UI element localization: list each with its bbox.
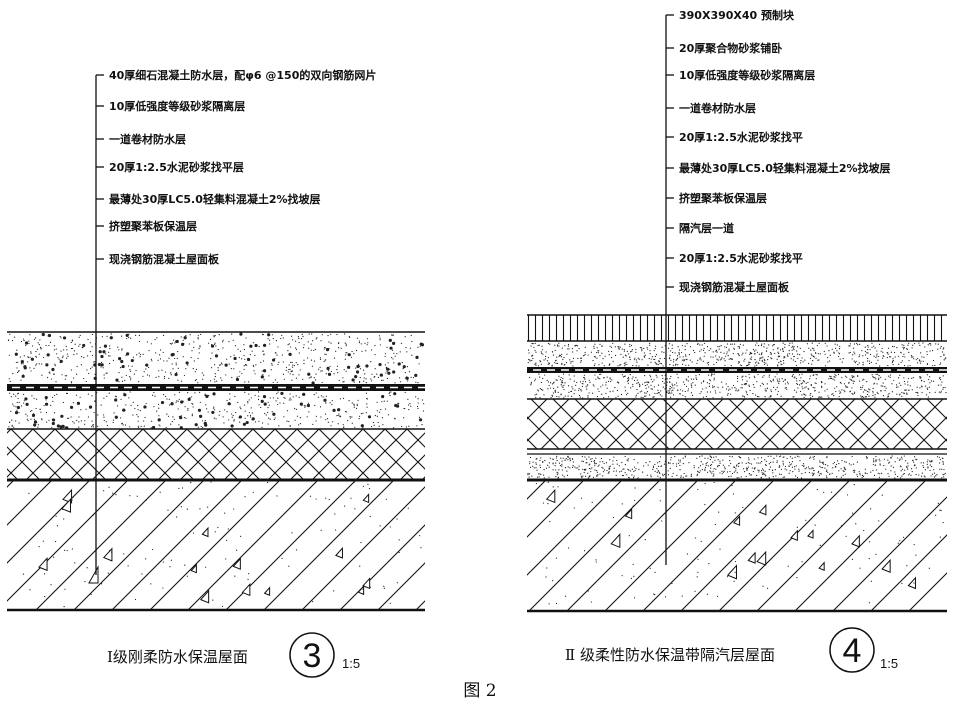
mortar-layers: [527, 342, 947, 479]
layer-label: 20厚1:2.5水泥砂浆找平: [679, 130, 803, 144]
layer-label: 10厚低强度等级砂浆隔离层: [109, 99, 245, 113]
layer-label: 现浇钢筋混凝土屋面板: [109, 252, 220, 266]
layer-label: 390X390X40 预制块: [679, 8, 795, 22]
detail-3-section: [7, 331, 425, 612]
xps-insulation-layer: [527, 399, 947, 449]
detail-4-scale: 1:5: [880, 656, 898, 671]
rc-slab-layer: [527, 480, 947, 611]
layer-label: 20厚1:2.5水泥砂浆找平层: [109, 160, 244, 174]
figure-label: 图 2: [463, 681, 496, 701]
layer-label: 最薄处30厚LC5.0轻集料混凝土2%找坡层: [679, 161, 891, 175]
layer-label: 20厚聚合物砂浆铺卧: [679, 41, 782, 55]
detail-3-title: Ⅰ级刚柔防水保温屋面: [107, 648, 248, 666]
fine-concrete-layer: [7, 332, 425, 430]
detail-4-section: [527, 314, 947, 613]
layer-label: 40厚细石混凝土防水层，配φ6 @150的双向钢筋网片: [109, 68, 376, 82]
detail-3-scale: 1:5: [342, 656, 360, 671]
precast-block-layer: [527, 315, 947, 341]
aggregate-marks: [22, 481, 422, 608]
detail-4-leader: 390X390X40 预制块 20厚聚合物砂浆铺卧 10厚低强度等级砂浆隔离层一道卷…: [665, 8, 891, 565]
layer-label: 10厚低强度等级砂浆隔离层: [679, 68, 815, 82]
detail-4-title: Ⅱ 级柔性防水保温带隔汽层屋面: [565, 646, 775, 664]
layer-label: 一道卷材防水层: [679, 101, 756, 115]
detail-3-number: 3: [303, 637, 322, 675]
layer-label: 最薄处30厚LC5.0轻集料混凝土2%找坡层: [109, 192, 321, 206]
layer-label: 挤塑聚苯板保温层: [679, 191, 767, 205]
layer-label: 隔汽层一道: [679, 221, 734, 235]
xps-insulation-layer: [7, 429, 425, 480]
layer-label: 20厚1:2.5水泥砂浆找平: [679, 251, 803, 265]
detail-4-number: 4: [843, 632, 862, 670]
rc-slab-layer: [7, 480, 425, 610]
layer-label: 挤塑聚苯板保温层: [109, 219, 197, 233]
detail-3-circle: [289, 632, 335, 678]
detail-4-circle: [829, 627, 875, 673]
layer-label: 一道卷材防水层: [109, 132, 186, 146]
detail-3-leader: 40厚细石混凝土防水层，配φ6 @150的双向钢筋网片 10厚低强度等级砂浆隔离层…: [88, 68, 376, 584]
aggregate-marks: [535, 481, 944, 605]
layer-label: 现浇钢筋混凝土屋面板: [679, 280, 790, 294]
